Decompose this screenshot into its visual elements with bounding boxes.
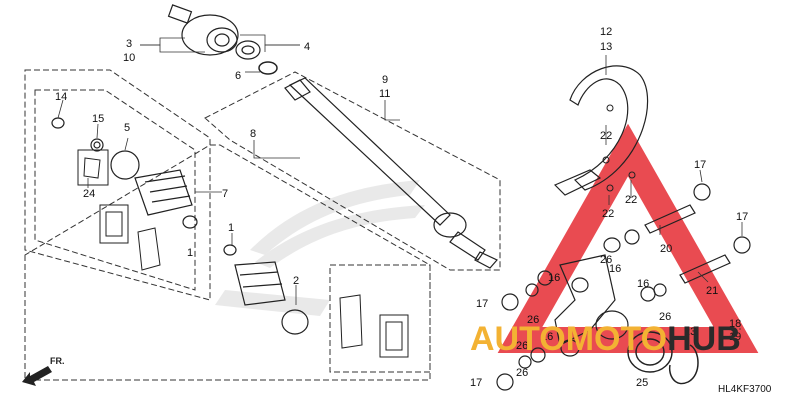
clip-14 [51, 117, 65, 129]
callout-15: 15 [92, 113, 104, 125]
pivot-pin-20 [644, 204, 696, 234]
callout-25: 25 [636, 377, 648, 389]
callout-26-a: 26 [600, 254, 612, 266]
boot-band-2 [281, 309, 309, 335]
callout-26-b: 26 [527, 314, 539, 326]
callout-16-b: 16 [548, 272, 560, 284]
callout-26-c: 26 [659, 311, 671, 323]
watermark-triangle [497, 123, 759, 353]
seal-17-right [693, 183, 751, 254]
callout-20: 20 [660, 243, 672, 255]
callout-23: 23 [684, 326, 696, 338]
part-code: HL4KF3700 [718, 384, 772, 395]
watermark-part3: HUB [667, 320, 741, 358]
callout-17-a: 17 [694, 159, 706, 171]
callout-17-c: 17 [476, 298, 488, 310]
watermark-part2: MOTO [566, 320, 667, 358]
callout-1-upper: 1 [187, 247, 193, 259]
callout-17-b: 17 [736, 211, 748, 223]
callout-4: 4 [304, 41, 310, 53]
instruction-card-24 [77, 149, 109, 186]
drive-shaft [284, 77, 498, 269]
seal-17-left [496, 293, 519, 391]
outer-cv-joint [167, 4, 239, 56]
callout-labels: 3 10 4 6 14 15 5 24 7 1 8 9 11 1 2 12 13… [55, 26, 748, 389]
front-arrow-icon [22, 366, 52, 386]
bearing-ring [235, 40, 261, 60]
callout-22-a: 22 [600, 130, 612, 142]
snap-ring-23 [668, 344, 699, 385]
callout-21: 21 [706, 285, 718, 297]
callout-7: 7 [222, 188, 228, 200]
cv-boot-outer [134, 169, 193, 216]
callout-14: 14 [55, 91, 67, 103]
callout-2: 2 [293, 275, 299, 287]
front-arrow: FR. [22, 356, 65, 386]
boot-band-1-upper [182, 215, 198, 229]
callout-6: 6 [235, 70, 241, 82]
callout-11: 11 [379, 88, 390, 100]
label-sheet-lower [379, 314, 409, 358]
callout-9: 9 [382, 74, 388, 86]
front-label: FR. [50, 356, 65, 366]
callout-12: 12 [600, 26, 612, 38]
bushings-16-26 [518, 229, 667, 369]
ring-knuckle [595, 310, 629, 340]
callout-19: 19 [729, 331, 741, 343]
callout-26-e: 26 [516, 367, 528, 379]
callout-13: 13 [600, 41, 612, 53]
callout-18: 18 [729, 318, 741, 330]
cv-boot-inner [234, 261, 286, 306]
group-outline-driveshaft [24, 144, 431, 381]
callout-1-lower: 1 [228, 222, 234, 234]
callout-3: 3 [126, 38, 132, 50]
boot-band-1-lower [223, 244, 237, 256]
callout-24: 24 [83, 188, 95, 200]
knuckle [554, 254, 616, 357]
svg-text:AUTOMOTOHUB: AUTOMOTOHUB [470, 320, 741, 358]
callout-10: 10 [123, 52, 135, 64]
guard-bolts [602, 104, 636, 192]
callout-17-d: 17 [470, 377, 482, 389]
label-sheet-upper [137, 227, 161, 271]
clip-15 [90, 138, 104, 152]
watermark-part1: AUTO [470, 320, 566, 358]
callout-26-d: 26 [516, 340, 528, 352]
brand-wing-logo [215, 180, 425, 316]
callout-16-c: 16 [637, 278, 649, 290]
snap-ring-6 [258, 61, 278, 75]
callout-22-c: 22 [625, 194, 637, 206]
grease-pack-upper [99, 204, 129, 244]
grease-pack-lower [339, 294, 363, 349]
leader-lines [57, 34, 743, 330]
pivot-pin-21 [679, 254, 731, 284]
guard-plate [553, 65, 649, 196]
callout-5: 5 [124, 122, 130, 134]
callout-16-d: 16 [541, 331, 553, 343]
callout-8: 8 [250, 128, 256, 140]
callout-16-a: 16 [609, 263, 621, 275]
group-outline-boot-kit [24, 69, 211, 301]
bearing-25 [627, 331, 673, 373]
boot-band-5 [110, 150, 140, 180]
callout-22-b: 22 [602, 208, 614, 220]
group-outline-upper-shaft [204, 71, 501, 271]
watermark-text: AUTOMOTOHUB [470, 320, 741, 358]
